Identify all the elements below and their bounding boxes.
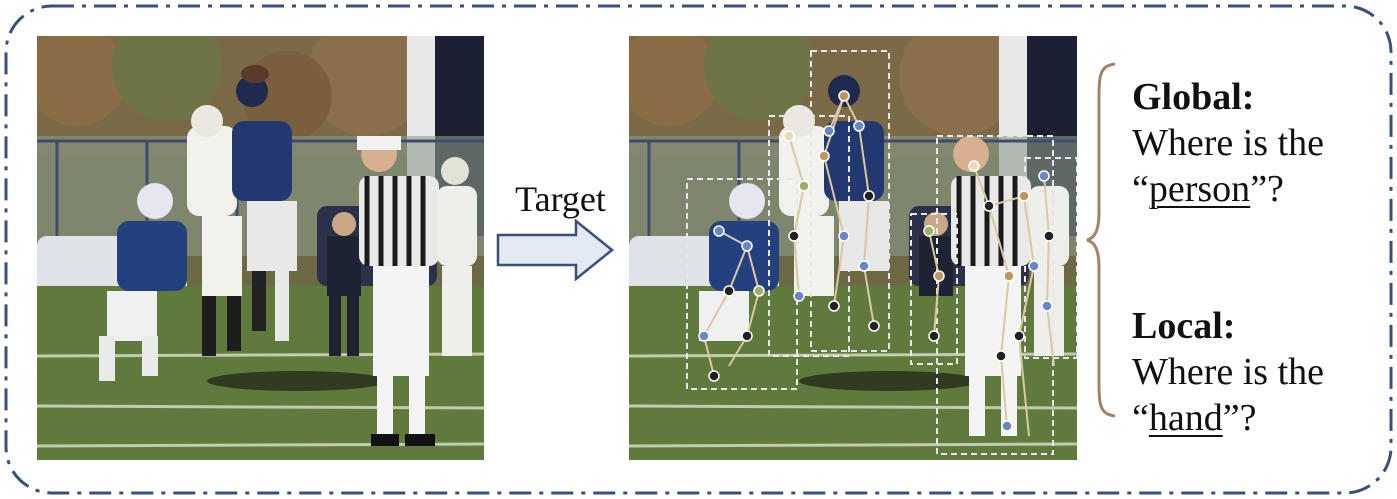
curly-brace-icon bbox=[1086, 62, 1116, 418]
global-question-line2: “person”? bbox=[1132, 166, 1324, 212]
local-question-line2: “hand”? bbox=[1132, 395, 1324, 441]
global-heading: Global: bbox=[1132, 76, 1255, 118]
global-target-word: person bbox=[1148, 168, 1251, 210]
right-arrow-icon bbox=[496, 219, 614, 281]
local-quote-close: ”? bbox=[1222, 397, 1257, 439]
global-question-line1: Where is the bbox=[1132, 122, 1325, 164]
annotated-photo bbox=[629, 36, 1077, 460]
local-heading: Local: bbox=[1132, 305, 1236, 347]
global-quote-close: ”? bbox=[1250, 168, 1284, 210]
target-label: Target bbox=[515, 179, 606, 219]
local-quote-open: “ bbox=[1132, 397, 1149, 439]
original-photo bbox=[37, 36, 484, 460]
local-target-word: hand bbox=[1148, 397, 1223, 439]
global-quote-open: “ bbox=[1132, 168, 1149, 210]
football-photo-annotated bbox=[629, 36, 1077, 460]
global-question: Global: Where is the “person”? bbox=[1132, 74, 1324, 212]
local-question-line1: Where is the bbox=[1132, 351, 1325, 393]
football-photo-original bbox=[37, 36, 484, 460]
local-question: Local: Where is the “hand”? bbox=[1132, 303, 1324, 441]
